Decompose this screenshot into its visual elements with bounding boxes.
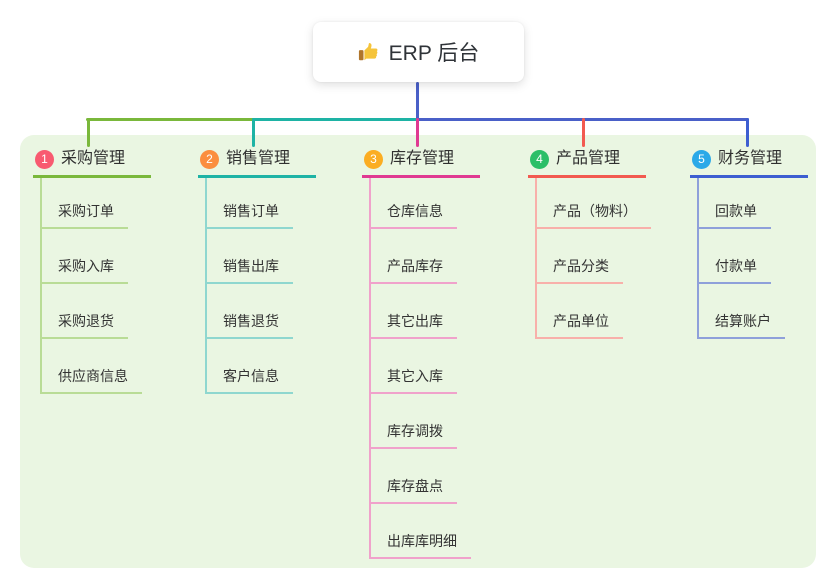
branch-label: 销售管理 (226, 150, 291, 167)
child-node[interactable]: 回款单 (697, 174, 771, 229)
child-node[interactable]: 其它入库 (369, 339, 457, 394)
child-node[interactable]: 其它出库 (369, 284, 457, 339)
child-node[interactable]: 库存盘点 (369, 449, 457, 504)
child-node[interactable]: 采购退货 (40, 284, 128, 339)
child-node[interactable]: 销售退货 (205, 284, 293, 339)
branch-spine-line (40, 178, 42, 394)
root-node[interactable]: ERP 后台 (313, 22, 524, 82)
branch-header-3[interactable]: 3 库存管理 (362, 147, 480, 178)
child-node[interactable]: 库存调拨 (369, 394, 457, 449)
branch-label: 采购管理 (61, 150, 126, 167)
branch-5: 5 财务管理 回款单付款单结算账户 (690, 147, 808, 339)
branch-children: 产品（物料）产品分类产品单位 (535, 174, 651, 339)
child-node[interactable]: 供应商信息 (40, 339, 142, 394)
connector-root-stem (416, 82, 419, 120)
branch-spine-line (697, 178, 699, 339)
branch-header-4[interactable]: 4 产品管理 (528, 147, 646, 178)
branch-children: 销售订单销售出库销售退货客户信息 (205, 174, 293, 394)
branches-panel (20, 135, 816, 568)
child-node[interactable]: 出库库明细 (369, 504, 471, 559)
child-node[interactable]: 客户信息 (205, 339, 293, 394)
child-node[interactable]: 销售出库 (205, 229, 293, 284)
connector-drop-branch-3 (416, 118, 419, 147)
connector-drop-branch-2 (252, 118, 255, 147)
branch-4: 4 产品管理 产品（物料）产品分类产品单位 (528, 147, 651, 339)
child-node[interactable]: 产品单位 (535, 284, 623, 339)
branch-children: 回款单付款单结算账户 (697, 174, 785, 339)
branch-number-badge: 3 (364, 149, 383, 169)
branch-children: 采购订单采购入库采购退货供应商信息 (40, 174, 142, 394)
branch-header-5[interactable]: 5 财务管理 (690, 147, 808, 178)
child-node[interactable]: 产品分类 (535, 229, 623, 284)
branch-1: 1 采购管理 采购订单采购入库采购退货供应商信息 (33, 147, 151, 394)
branch-2: 2 销售管理 销售订单销售出库销售退货客户信息 (198, 147, 316, 394)
branch-3: 3 库存管理 仓库信息产品库存其它出库其它入库库存调拨库存盘点出库库明细 (362, 147, 480, 559)
branch-number-badge: 2 (200, 149, 219, 169)
branch-label: 财务管理 (718, 150, 783, 167)
branch-children: 仓库信息产品库存其它出库其它入库库存调拨库存盘点出库库明细 (369, 174, 471, 559)
branch-number-badge: 4 (530, 149, 549, 169)
connector-drop-branch-5 (746, 118, 749, 147)
branch-spine-line (369, 178, 371, 559)
child-node[interactable]: 销售订单 (205, 174, 293, 229)
child-node[interactable]: 仓库信息 (369, 174, 457, 229)
child-node[interactable]: 采购订单 (40, 174, 128, 229)
branch-spine-line (535, 178, 537, 339)
root-label: ERP 后台 (388, 42, 480, 65)
connector-horizontal-left (86, 118, 254, 121)
child-node[interactable]: 付款单 (697, 229, 771, 284)
connector-horizontal-mid (252, 118, 417, 121)
branch-header-1[interactable]: 1 采购管理 (33, 147, 151, 178)
branch-number-badge: 1 (35, 149, 54, 169)
child-node[interactable]: 结算账户 (697, 284, 785, 339)
branch-label: 库存管理 (390, 150, 455, 167)
branch-spine-line (205, 178, 207, 394)
thumbs-up-icon (358, 41, 380, 63)
child-node[interactable]: 产品库存 (369, 229, 457, 284)
branch-label: 产品管理 (556, 150, 621, 167)
branch-header-2[interactable]: 2 销售管理 (198, 147, 316, 178)
child-node[interactable]: 采购入库 (40, 229, 128, 284)
child-node[interactable]: 产品（物料） (535, 174, 651, 229)
connector-drop-branch-4 (582, 118, 585, 147)
connector-drop-branch-1 (87, 118, 90, 147)
branch-number-badge: 5 (692, 149, 711, 169)
